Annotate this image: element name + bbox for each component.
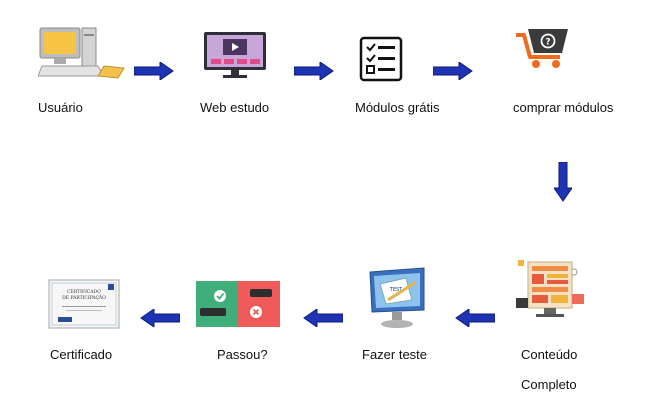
passou-label: Passou? [217,347,268,362]
comprar-modulos-label: comprar módulos [513,100,614,115]
test-sheet-text: TEST [389,287,403,293]
checklist-icon [359,36,403,82]
usuario-node [38,26,126,82]
passou-node [196,281,280,327]
web-estudo-node [203,31,267,79]
usuario-label: Usuário [38,100,83,115]
approve-reject-icon [196,281,280,327]
arrow-web-estudo-to-modulos [294,62,334,80]
svg-text:?: ? [545,38,550,48]
conteudo-label-line2: Completo [521,377,577,392]
content-dashboard-icon [516,260,584,317]
comprar-modulos-node: ? [514,27,572,69]
conteudo-label-line1: Conteúdo [521,347,578,362]
certificado-label: Certificado [50,347,113,362]
fazer-teste-label: Fazer teste [362,347,428,362]
computer-icon [38,27,125,79]
certificate-icon: CERTIFICADO DE PARTICIPAÇÃO [48,279,120,329]
arrow-conteudo-to-fazer-teste [455,309,495,327]
modulos-gratis-label: Módulos grátis [355,100,440,115]
video-monitor-icon [204,32,266,78]
arrow-comprar-to-conteudo [554,162,572,202]
test-monitor-icon: TEST [369,267,425,328]
arrow-modulos-to-comprar [433,62,473,80]
arrow-usuario-to-web-estudo [134,62,174,80]
web-estudo-label: Web estudo [200,100,270,115]
certificado-node: CERTIFICADO DE PARTICIPAÇÃO [48,279,120,329]
fazer-teste-node: TEST [368,266,428,330]
arrow-passou-to-certificado [140,309,180,327]
arrow-fazer-teste-to-passou [303,309,343,327]
shopping-cart-icon: ? [516,29,568,68]
conteudo-completo-node [514,258,586,324]
certificate-title: CERTIFICADO [67,289,101,295]
certificate-subtitle: DE PARTICIPAÇÃO [62,293,106,301]
modulos-gratis-node [359,36,403,82]
